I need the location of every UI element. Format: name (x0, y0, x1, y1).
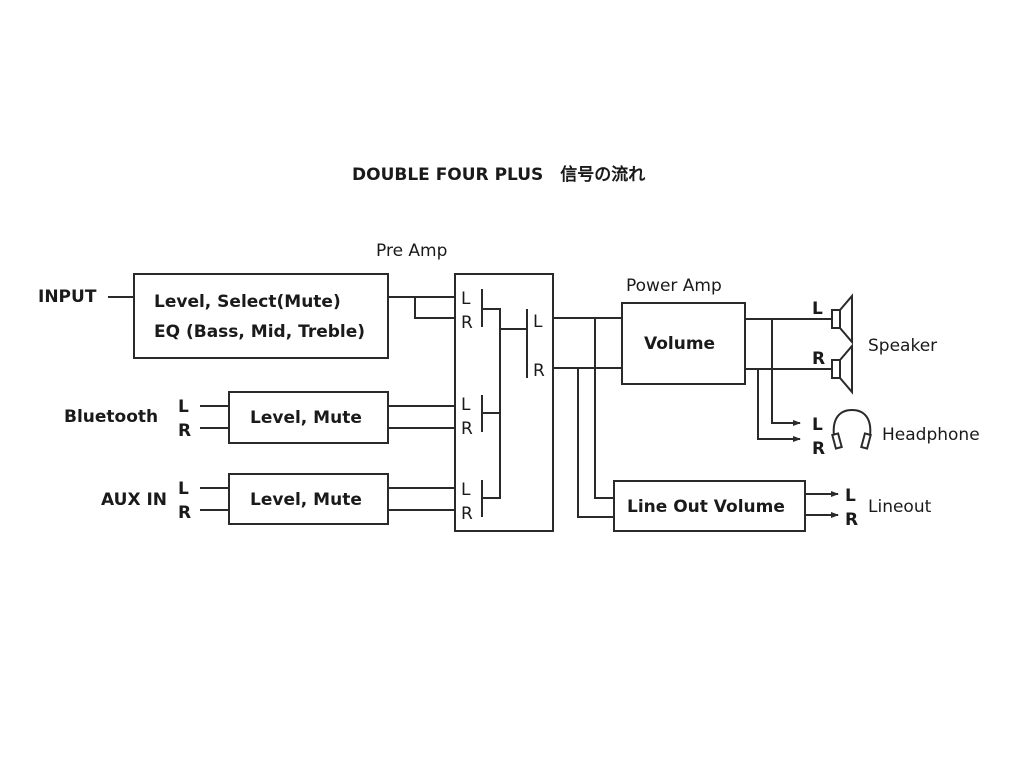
line-out-volume-box (613, 480, 806, 532)
bluetooth-ch-r: R (178, 421, 191, 441)
preamp-in1-l: L (461, 289, 471, 309)
speaker-r-icon (831, 343, 853, 395)
input-box-line1: Level, Select(Mute) (154, 292, 341, 312)
headphone-label: Headphone (882, 425, 980, 445)
bluetooth-ch-l: L (178, 397, 189, 417)
headphone-icon (831, 408, 872, 450)
bluetooth-level-box (228, 391, 389, 444)
headphone-l-wire (771, 319, 801, 426)
pre-amp-label: Pre Amp (376, 241, 447, 261)
bluetooth-box-text: Level, Mute (250, 408, 362, 428)
input-processing-box (133, 273, 389, 359)
lineout-ch-l: L (845, 486, 856, 506)
aux-ch-l: L (178, 479, 189, 499)
speaker-ch-r: R (812, 349, 825, 369)
lineout-ch-r: R (845, 510, 858, 530)
aux-box-text: Level, Mute (250, 490, 362, 510)
lineout-r-tap-wire (577, 368, 614, 518)
input-label: INPUT (38, 287, 97, 307)
aux-ch-r: R (178, 503, 191, 523)
preamp-in2-l: L (461, 395, 471, 415)
line-out-volume-text: Line Out Volume (627, 497, 785, 517)
preamp-in3-r: R (461, 504, 473, 524)
speaker-label: Speaker (868, 336, 937, 356)
aux-in-label: AUX IN (101, 490, 167, 510)
pre-amp-box (454, 273, 554, 532)
headphone-ch-l: L (812, 415, 823, 435)
headphone-r-wire (757, 369, 801, 442)
lineout-l-tap-wire (594, 318, 614, 499)
bluetooth-label: Bluetooth (64, 407, 158, 427)
lineout-label: Lineout (868, 497, 932, 517)
preamp-in3-l: L (461, 480, 471, 500)
preamp-out-l: L (533, 312, 543, 332)
power-amp-volume-text: Volume (644, 334, 715, 354)
headphone-ch-r: R (812, 439, 825, 459)
input-box-line2: EQ (Bass, Mid, Treble) (154, 322, 365, 342)
input-to-preamp-r-wire (414, 297, 455, 319)
speaker-l-icon (831, 293, 853, 345)
power-amp-box (621, 302, 746, 385)
diagram-title: DOUBLE FOUR PLUS 信号の流れ (352, 164, 645, 185)
aux-level-box (228, 473, 389, 525)
preamp-in1-r: R (461, 313, 473, 333)
preamp-out-r: R (533, 361, 545, 381)
speaker-ch-l: L (812, 299, 823, 319)
power-amp-label: Power Amp (626, 276, 722, 296)
preamp-in2-r: R (461, 419, 473, 439)
mixer-bus (482, 308, 501, 499)
